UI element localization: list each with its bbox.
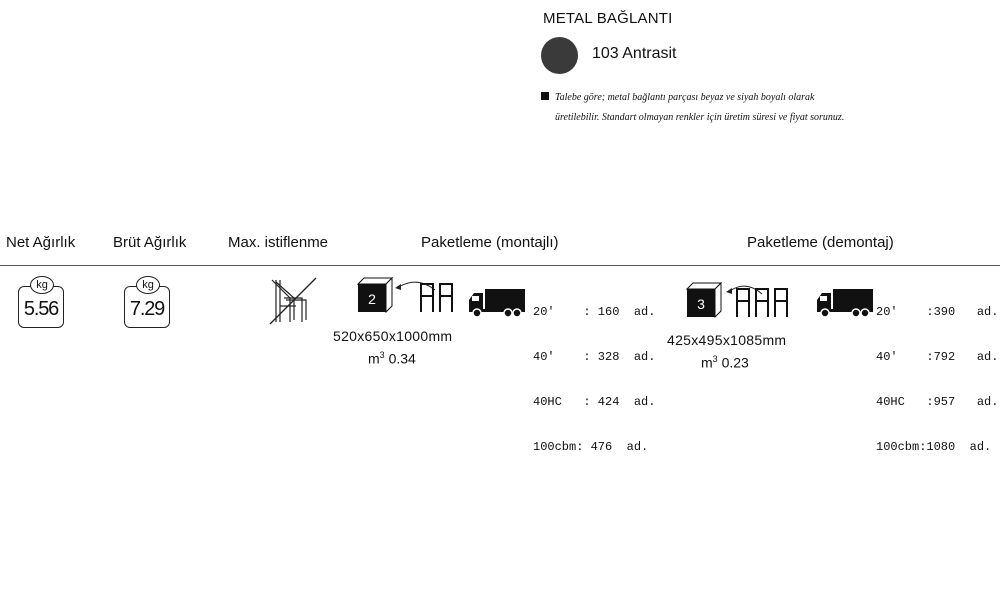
box-icon [686,282,722,318]
box-icon [357,277,393,313]
box-dimensions: 425x495x1085mm [667,332,787,348]
container-row: 100cbm:1080 ad. [876,440,992,454]
container-row: 20' :390 ad. [876,305,999,319]
truck-icon [817,289,873,318]
volume-value: 0.23 [721,354,749,371]
header-net-weight: Net Ağırlık [6,234,76,251]
header-packaging-knockdown: Paketleme (demontaj) [747,234,894,251]
container-row: 20' : 160 ad. [533,305,656,319]
gross-weight-badge: kg 7.29 [124,276,172,330]
container-capacity-assembled: 20' : 160 ad. 40' : 328 ad. 40HC : 424 a… [533,275,655,470]
header-max-stacking: Max. istiflenme [228,234,329,251]
note-line-2: üretilebilir. Standart olmayan renkler i… [555,112,845,123]
color-swatch [541,37,578,74]
metal-title: METAL BAĞLANTI [543,10,673,27]
color-code-label: 103 Antrasit [592,45,677,62]
volume-value: 0.34 [388,350,416,367]
container-row: 100cbm: 476 ad. [533,440,649,454]
container-row: 40HC : 424 ad. [533,395,656,409]
truck-icon [469,289,525,318]
header-gross-weight: Brüt Ağırlık [113,234,187,251]
gross-weight-value: 7.29 [129,298,165,320]
volume: m3 0.23 [701,354,749,371]
finish-note: Talebe göre; metal bağlantı parçası beya… [541,88,891,128]
container-capacity-knockdown: 20' :390 ad. 40' :792 ad. 40HC :957 ad. … [876,275,998,470]
container-row: 40' : 328 ad. [533,350,656,364]
kg-badge-icon: kg [30,276,54,294]
arrow-icon [395,281,436,291]
container-row: 40HC :957 ad. [876,395,999,409]
stack-icon [269,277,317,325]
net-weight-badge: kg 5.56 [18,276,66,330]
box-count: 3 [697,296,705,312]
note-line-1: Talebe göre; metal bağlantı parçası beya… [555,92,815,103]
kg-badge-icon: kg [136,276,160,294]
box-dimensions: 520x650x1000mm [333,328,453,344]
net-weight-value: 5.56 [23,298,59,320]
chair-icon [736,288,788,317]
arrow-icon [726,285,763,295]
bullet-icon [541,92,549,100]
header-packaging-assembled: Paketleme (montajlı) [421,234,559,251]
box-count: 2 [368,291,376,307]
divider [0,265,1000,266]
volume: m3 0.34 [368,350,416,367]
chair-icon [420,283,453,312]
container-row: 40' :792 ad. [876,350,999,364]
